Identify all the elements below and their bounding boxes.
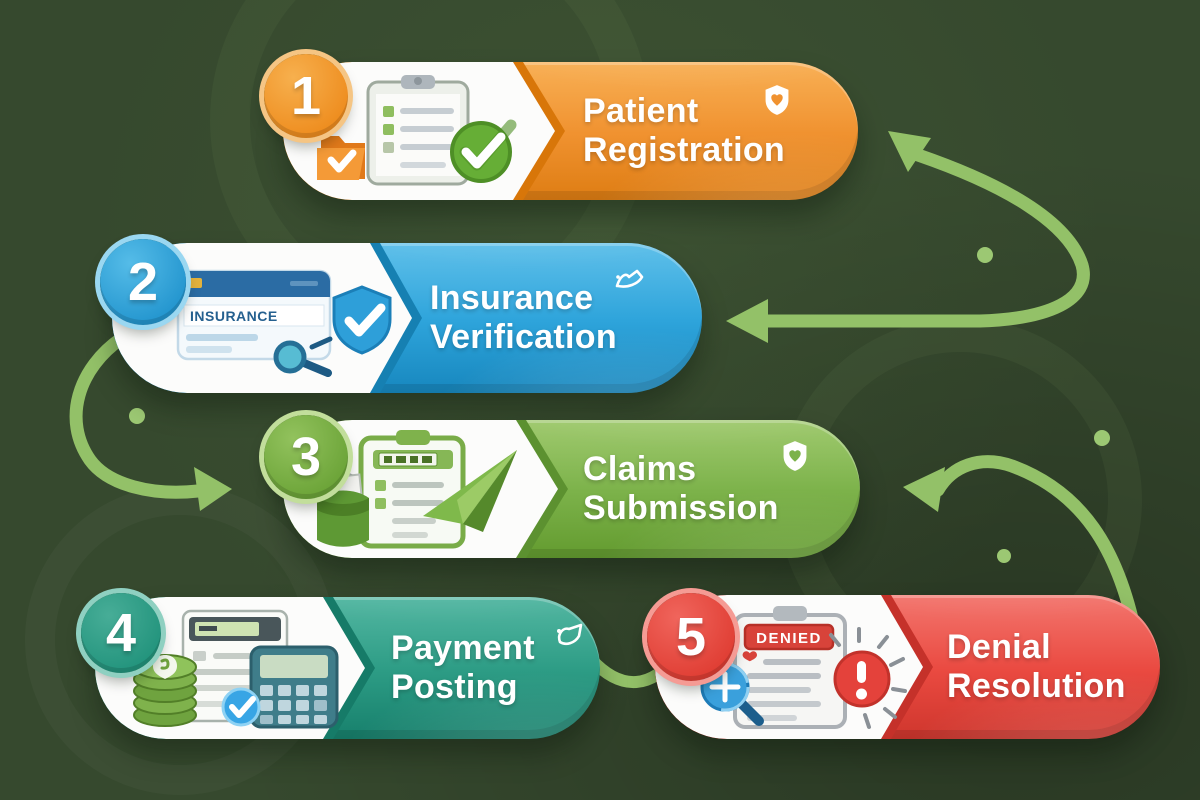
step-number-badge: 2 [100,239,186,325]
arrowhead-icon [888,131,931,172]
coins-icon [133,654,197,727]
check-badge-icon [221,687,261,727]
paper-plane-icon [423,450,517,532]
ribbon-icon [615,269,644,288]
arrowhead-icon [726,299,768,343]
claim-form-icon [358,430,466,549]
connector-step5-step3 [903,455,1143,643]
step-number-badge: 1 [264,54,348,138]
step-number-badge: 3 [264,415,348,499]
insurance-card-label: INSURANCE [190,308,278,324]
insurance-card-icon: INSURANCE [176,269,332,361]
alert-icon [829,627,907,729]
accent-dot [997,549,1011,563]
calculator-icon [249,645,339,729]
arrowhead-icon [194,467,232,511]
payment-icon-cluster [133,609,339,729]
denied-stamp-label: DENIED [756,630,822,647]
accent-dot [1094,430,1110,446]
accent-dot [977,247,993,263]
shield-heart-icon [765,85,789,115]
step-number-badge: 4 [81,593,161,673]
magnifier-icon [273,336,333,377]
registration-icon-cluster [317,75,517,186]
clipboard-checklist-icon [366,75,470,186]
insurance-icon-cluster: INSURANCE [176,269,392,377]
shield-heart-icon [783,441,807,471]
check-circle-icon [450,119,517,183]
cursor-icon [557,623,583,646]
step-pill-denial-resolution: DENIED [647,593,1160,739]
accent-dot [129,408,145,424]
connector-step1-step2 [726,131,1090,343]
arrowhead-icon [903,467,945,512]
shield-check-icon [332,285,392,355]
step-number-badge: 5 [647,593,735,681]
folder-icon [317,136,365,180]
connector-step2-step3 [69,331,232,511]
